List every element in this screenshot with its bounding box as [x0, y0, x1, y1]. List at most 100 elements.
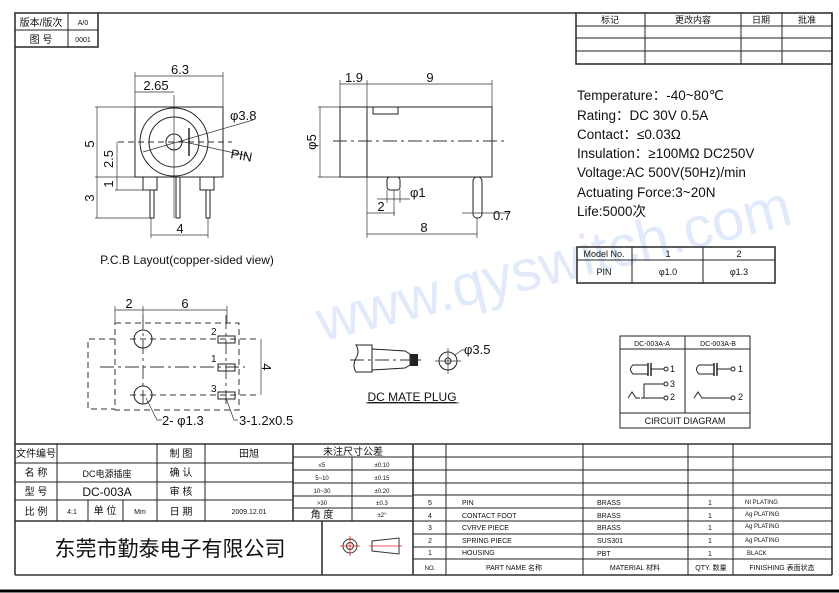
- dim-1: 1: [101, 180, 116, 187]
- dim-5: 5: [82, 140, 97, 147]
- bom-part-name: CONTACT FOOT: [462, 513, 517, 520]
- bom-part-name: HOUSING: [462, 550, 495, 557]
- circuit-a-pin-1: 1: [670, 364, 675, 374]
- spec-contact: Contact：≤0.03Ω: [577, 127, 681, 142]
- bom-finishing: Ag PLATING: [745, 538, 780, 544]
- bom-material: BRASS: [597, 525, 621, 532]
- bom-finishing: Ag PLATING: [745, 512, 780, 518]
- dim-2-65: 2.65: [143, 78, 168, 93]
- rev-header-date: 日期: [752, 15, 770, 25]
- spec-voltage: Voltage:AC 500V(50Hz)/min: [577, 165, 746, 180]
- model-2-header: 2: [736, 249, 741, 259]
- bom-qty: 1: [708, 551, 712, 558]
- plug-dim-phi-3-5: φ3.5: [464, 342, 491, 357]
- dim-2-5: 2.5: [101, 150, 116, 168]
- unit-value: Mm: [134, 509, 146, 516]
- revision-table: 标记 更改内容 日期 批准: [575, 12, 833, 65]
- dim-4: 4: [259, 363, 274, 370]
- bom-qty: 1: [708, 500, 712, 507]
- tol-range-2: 5~10: [315, 476, 329, 482]
- drawn-value: 田旭: [239, 448, 259, 460]
- tol-value-1: ±0.10: [375, 463, 391, 469]
- bom-finishing: Ag PLATING: [745, 524, 780, 530]
- bom-material: BRASS: [597, 513, 621, 520]
- dim-6: 6: [181, 296, 188, 311]
- bom-qty: 1: [708, 538, 712, 545]
- bom-part-name: PIN: [462, 500, 474, 507]
- model-header: Model No.: [583, 249, 624, 259]
- pin-label: PIN: [229, 146, 253, 165]
- sheet-frame: [0, 12, 839, 593]
- dim-3: 3: [82, 194, 97, 201]
- bom-header-part-name: PART NAME 名称: [486, 563, 542, 572]
- scale-value: 4:1: [67, 509, 77, 516]
- dim-2: 2: [377, 199, 384, 214]
- dim-phi-3-8: φ3.8: [230, 108, 257, 123]
- tol-range-3: 10~30: [314, 489, 332, 495]
- bom-material: PBT: [597, 551, 611, 558]
- drawing-no-label: 图 号: [30, 34, 53, 46]
- date-value: 2009.12.01: [231, 509, 266, 516]
- name-value: DC电源插座: [83, 468, 132, 479]
- tol-angle-value: ±2°: [377, 513, 387, 519]
- company-name: 东莞市勤泰电子有限公司: [55, 538, 286, 561]
- projection-symbol-icon: [340, 536, 402, 556]
- file-no-label: 文件编号: [16, 447, 56, 460]
- bom-finishing: NI PLATING: [745, 500, 778, 506]
- bom-row-5: 5 PIN BRASS 1 NI PLATING: [428, 500, 778, 507]
- confirm-label: 确 认: [170, 466, 193, 479]
- pad-label-2: 2: [211, 327, 217, 338]
- circuit-col-b: DC-003A-B: [700, 341, 736, 348]
- spec-insulation: Insulation：≥100MΩ DC250V: [577, 146, 754, 161]
- bom-header-material: MATERIAL 材料: [610, 563, 660, 572]
- dim-phi-5: φ5: [304, 134, 319, 150]
- bom-row-2: 2 SPRING PIECE SUS301 1 Ag PLATING: [428, 538, 780, 545]
- bom-part-name: CVRVE PIECE: [462, 525, 509, 532]
- header-box: 版本/版次 A/0 图 号 0001: [14, 12, 99, 48]
- model-1-header: 1: [665, 249, 670, 259]
- dim-8: 8: [420, 220, 427, 235]
- side-view: 1.9 9 φ5 φ1 2 8 0.7: [304, 70, 511, 238]
- date-label: 日 期: [170, 506, 193, 518]
- drawing-no-value: 0001: [75, 37, 91, 44]
- pin-1-value: φ1.0: [659, 267, 677, 277]
- pin-label: PIN: [596, 267, 611, 277]
- pad-label-3: 3: [211, 384, 217, 395]
- circuit-b-pin-2: 2: [738, 392, 743, 402]
- version-value: A/0: [78, 20, 89, 27]
- pad-note: 3-1.2x0.5: [239, 413, 293, 428]
- front-view-caption: P.C.B Layout(copper-sided view): [100, 253, 274, 267]
- plug-caption: DC MATE PLUG: [367, 390, 456, 404]
- pcb-layout-view: 2 6 4 2 1 3 2- φ1.3 3-1.2x0.5: [87, 296, 293, 428]
- dim-phi-1: φ1: [410, 185, 426, 200]
- tolerance-title: 未注尺寸公差: [323, 445, 383, 458]
- spec-life: Life:5000次: [577, 204, 646, 219]
- model-value: DC-003A: [82, 485, 131, 499]
- version-label: 版本/版次: [20, 16, 63, 29]
- spec-actuating-force: Actuating Force:3~20N: [577, 185, 715, 200]
- spec-temperature: Temperature：-40~80℃: [577, 88, 724, 103]
- bom-no: 3: [428, 525, 432, 532]
- bom-no: 2: [428, 538, 432, 545]
- bom-header-finishing: FINISHING 表面状态: [749, 563, 814, 572]
- spec-rating: Rating：DC 30V 0.5A: [577, 108, 708, 123]
- dim-1-9: 1.9: [345, 70, 363, 85]
- unit-label: 单 位: [94, 504, 117, 517]
- rev-header-content: 更改内容: [675, 14, 711, 25]
- bom-table: 5 PIN BRASS 1 NI PLATING 4 CONTACT FOOT …: [413, 444, 832, 575]
- model-label: 型 号: [25, 485, 48, 498]
- bom-row-3: 3 CVRVE PIECE BRASS 1 Ag PLATING: [428, 524, 780, 532]
- bom-no: 1: [428, 550, 432, 557]
- circuit-diagram: DC-003A-A DC-003A-B 1 3 2 1 2 CIRCUIT DI…: [619, 335, 751, 429]
- dim-9: 9: [426, 70, 433, 85]
- circuit-b-pin-1: 1: [738, 364, 743, 374]
- bom-row-4: 4 CONTACT FOOT BRASS 1 Ag PLATING: [428, 512, 780, 520]
- bom-qty: 1: [708, 513, 712, 520]
- bom-header-qty: QTY. 数量: [695, 563, 726, 572]
- bom-no: 4: [428, 513, 432, 520]
- dim-2: 2: [125, 296, 132, 311]
- drawn-label: 制 图: [170, 447, 193, 460]
- pad-label-1: 1: [211, 354, 217, 365]
- review-label: 审 核: [170, 485, 193, 498]
- bom-no: 5: [428, 500, 432, 507]
